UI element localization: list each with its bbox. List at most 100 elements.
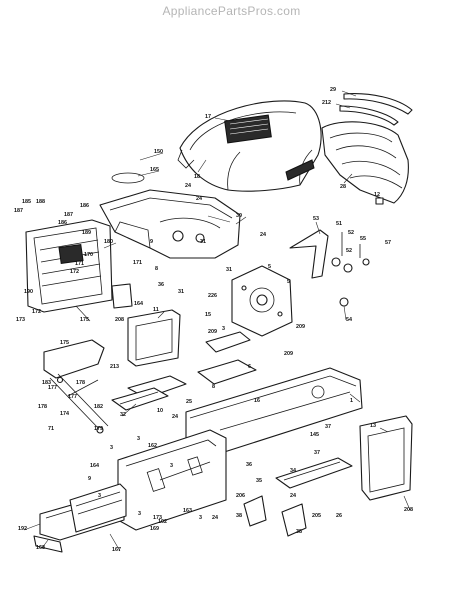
callout-3: 3 bbox=[199, 515, 202, 521]
callout-32: 32 bbox=[120, 412, 126, 418]
callout-35: 35 bbox=[256, 478, 262, 484]
callout-205: 205 bbox=[312, 513, 321, 519]
callout-186: 186 bbox=[58, 220, 67, 226]
callout-51: 51 bbox=[336, 221, 342, 227]
callout-52: 52 bbox=[348, 230, 354, 236]
callout-173: 173 bbox=[153, 515, 162, 521]
callout-24: 24 bbox=[185, 183, 191, 189]
cross-plate-part bbox=[197, 359, 257, 385]
callout-28: 28 bbox=[340, 184, 346, 190]
leader-lines bbox=[23, 90, 411, 552]
callout-18: 18 bbox=[194, 174, 200, 180]
callout-172: 172 bbox=[70, 269, 79, 275]
callout-3: 3 bbox=[98, 493, 101, 499]
callout-206: 206 bbox=[236, 493, 245, 499]
callout-8: 8 bbox=[155, 266, 158, 272]
callout-187: 187 bbox=[14, 208, 23, 214]
callout-177: 177 bbox=[68, 394, 77, 400]
callout-172: 172 bbox=[32, 309, 41, 315]
steering-linkage bbox=[49, 373, 109, 434]
callout-173: 173 bbox=[16, 317, 25, 323]
front-frame-part bbox=[117, 429, 227, 531]
callout-30: 30 bbox=[236, 213, 242, 219]
callout-192: 192 bbox=[18, 526, 27, 532]
callout-13: 13 bbox=[370, 423, 376, 429]
callout-213: 213 bbox=[110, 364, 119, 370]
callout-168: 168 bbox=[36, 545, 45, 551]
callout-26: 26 bbox=[336, 513, 342, 519]
callout-3: 3 bbox=[110, 445, 113, 451]
callout-187: 187 bbox=[64, 212, 73, 218]
callout-189: 189 bbox=[82, 230, 91, 236]
hood-part bbox=[177, 100, 322, 192]
callout-179: 179 bbox=[94, 426, 103, 432]
callout-209: 209 bbox=[208, 329, 217, 335]
rear-panel-part bbox=[359, 415, 413, 501]
callout-162: 162 bbox=[148, 443, 157, 449]
callout-102: 102 bbox=[158, 519, 167, 525]
callout-178: 178 bbox=[38, 404, 47, 410]
callout-38: 38 bbox=[236, 513, 242, 519]
hood-grille-icon bbox=[224, 114, 272, 144]
callout-190: 190 bbox=[24, 289, 33, 295]
callout-212: 212 bbox=[322, 100, 331, 106]
callout-52: 52 bbox=[346, 248, 352, 254]
callout-165: 165 bbox=[150, 167, 159, 173]
callout-29: 29 bbox=[330, 87, 336, 93]
callout-24: 24 bbox=[196, 196, 202, 202]
callout-208: 208 bbox=[404, 507, 413, 513]
hood-trim-strip bbox=[343, 93, 413, 115]
callout-171: 171 bbox=[75, 261, 84, 267]
hood-trim-strip-lower bbox=[339, 105, 399, 126]
callout-15: 15 bbox=[205, 312, 211, 318]
base-bar-part bbox=[33, 535, 63, 553]
callout-180: 180 bbox=[104, 239, 113, 245]
callout-24: 24 bbox=[290, 493, 296, 499]
callout-150: 150 bbox=[154, 149, 163, 155]
watermark: AppliancePartsPros.com bbox=[162, 4, 301, 18]
lower-bracket-part bbox=[243, 495, 267, 527]
callout-167: 167 bbox=[112, 547, 121, 553]
callout-6: 6 bbox=[248, 364, 251, 370]
lower-bracket-part-2 bbox=[281, 503, 307, 537]
callout-171: 171 bbox=[133, 260, 142, 266]
callout-38: 38 bbox=[296, 529, 302, 535]
callout-177: 177 bbox=[48, 385, 57, 391]
callout-10: 10 bbox=[157, 408, 163, 414]
callout-55: 55 bbox=[360, 236, 366, 242]
callout-31: 31 bbox=[226, 267, 232, 273]
callout-9: 9 bbox=[150, 239, 153, 245]
callout-17: 17 bbox=[205, 114, 211, 120]
callout-145: 145 bbox=[310, 432, 319, 438]
callout-16: 16 bbox=[254, 398, 260, 404]
callout-53: 53 bbox=[313, 216, 319, 222]
callout-3: 3 bbox=[138, 511, 141, 517]
clip-part bbox=[375, 197, 384, 205]
callout-24: 24 bbox=[260, 232, 266, 238]
step-plate-part bbox=[275, 457, 353, 489]
callout-174: 174 bbox=[60, 411, 69, 417]
hardware-group bbox=[331, 232, 370, 307]
callout-5: 5 bbox=[268, 264, 271, 270]
steering-support-part bbox=[127, 309, 181, 367]
callout-3: 3 bbox=[137, 436, 140, 442]
callout-183: 183 bbox=[42, 380, 51, 386]
callout-186: 186 bbox=[80, 203, 89, 209]
bracket-part bbox=[289, 229, 329, 279]
callout-170: 170 bbox=[84, 252, 93, 258]
callout-226: 226 bbox=[208, 293, 217, 299]
front-grille-part bbox=[25, 219, 113, 313]
callout-24: 24 bbox=[212, 515, 218, 521]
callout-175: 175 bbox=[60, 340, 69, 346]
callout-169: 169 bbox=[150, 526, 159, 532]
side-grille-part bbox=[321, 121, 409, 204]
callout-8: 8 bbox=[212, 384, 215, 390]
callout-208: 208 bbox=[115, 317, 124, 323]
callout-37: 37 bbox=[314, 450, 320, 456]
support-bar bbox=[111, 283, 133, 309]
callout-3: 3 bbox=[222, 326, 225, 332]
callout-31: 31 bbox=[200, 239, 206, 245]
dashboard-part bbox=[99, 189, 241, 259]
